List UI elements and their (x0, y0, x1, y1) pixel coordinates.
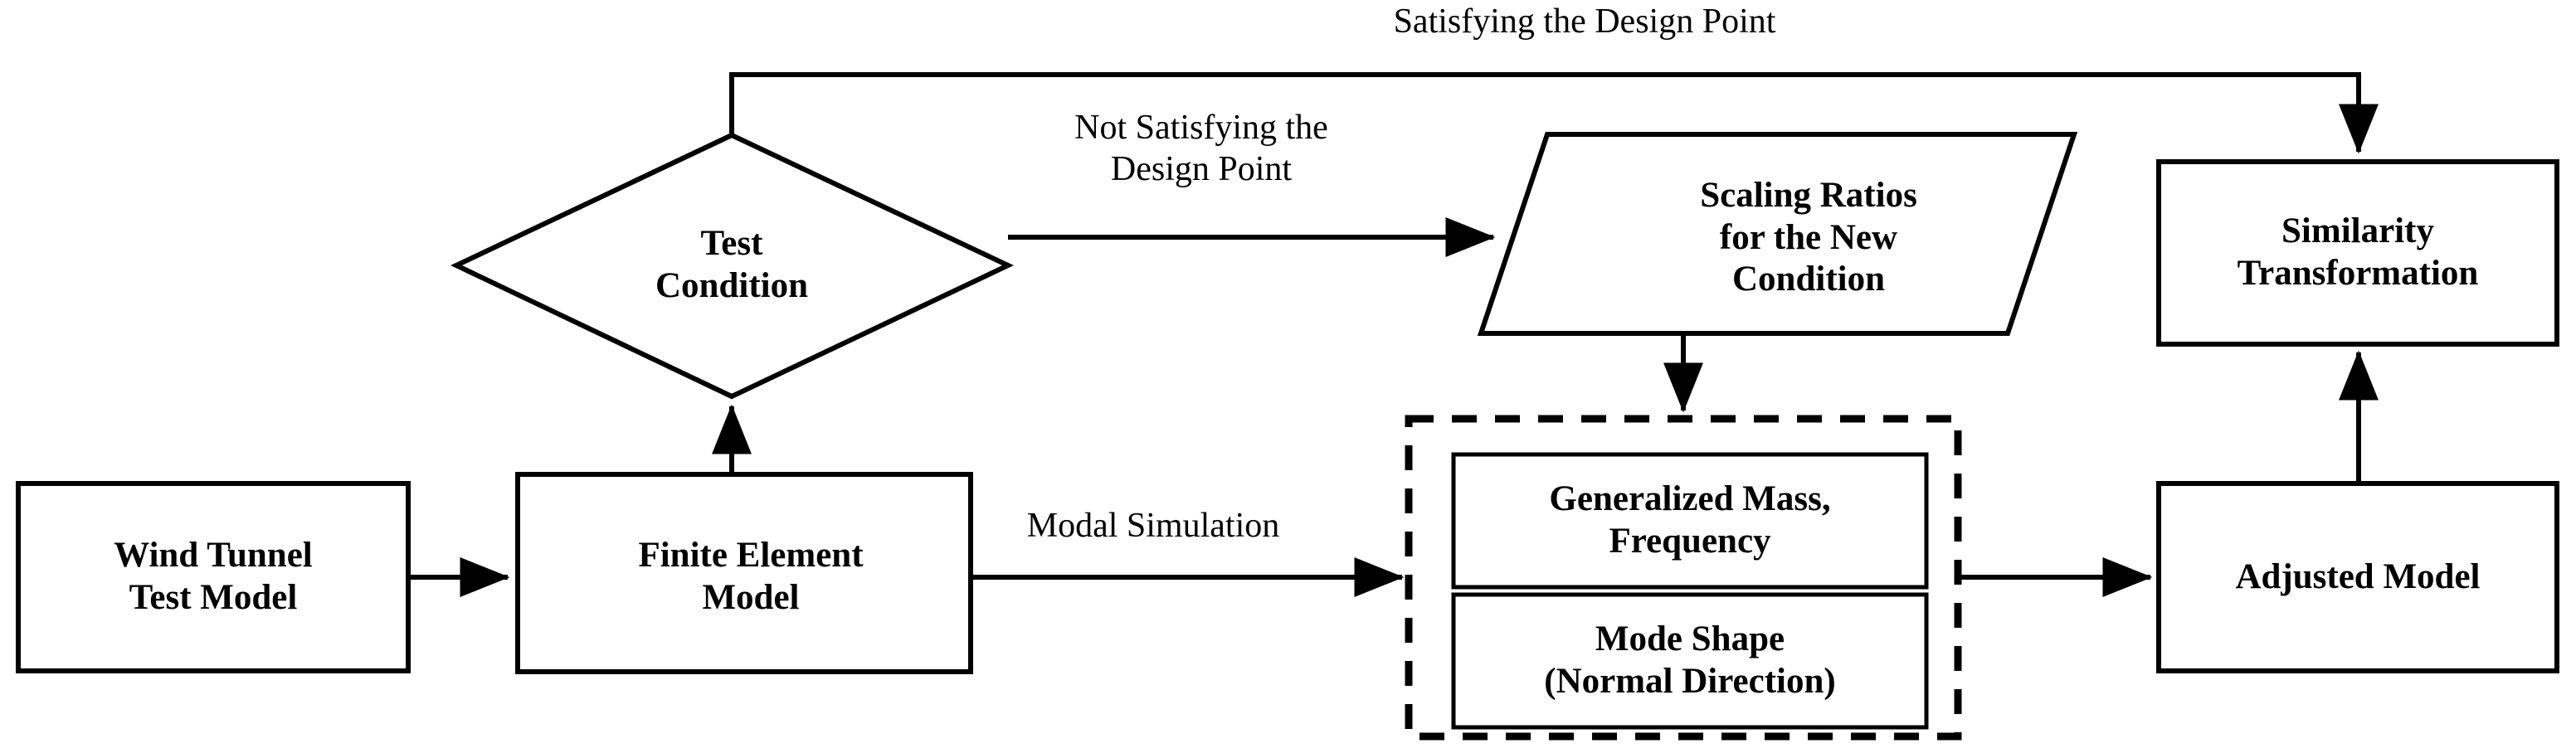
edge-label-satisfying-design-point: Satisfying the Design Point (1393, 2, 1776, 41)
node-test-condition-diamond[interactable] (450, 132, 1015, 400)
edge-test-condition-to-similarity-transformation (729, 72, 2379, 154)
node-adjusted-model[interactable] (2156, 481, 2559, 673)
node-finite-element-model[interactable] (515, 472, 973, 674)
node-wind-tunnel-test-model[interactable] (16, 481, 411, 673)
node-similarity-transformation[interactable] (2156, 159, 2559, 347)
node-generalized-mass[interactable] (1451, 452, 1929, 590)
edge-label-not-satisfying-design-point: Not Satisfying the Design Point (1074, 109, 1328, 188)
node-scaling-ratios-parallelogram[interactable] (1477, 132, 2078, 336)
edge-label-modal-simulation: Modal Simulation (1026, 507, 1280, 545)
node-mode-shape[interactable] (1451, 592, 1929, 730)
